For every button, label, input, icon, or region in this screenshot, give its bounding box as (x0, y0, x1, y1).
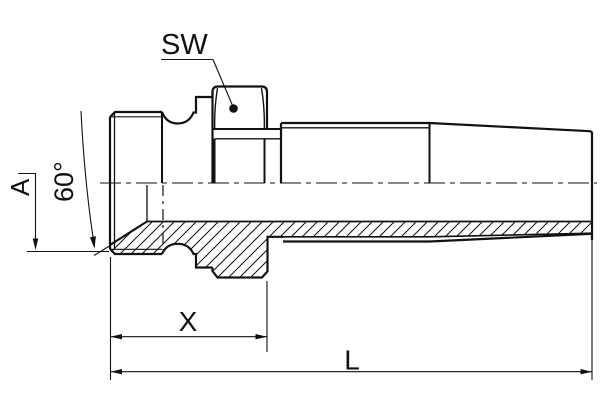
cone-extension-line (93, 244, 112, 256)
label-dim-x: X (179, 306, 198, 337)
angle-arc (80, 110, 96, 248)
neck-groove-top (160, 95, 213, 125)
arrow-a-down (32, 238, 39, 250)
taper-top (429, 121, 594, 134)
hex-chamfer-arc-left (213, 87, 219, 129)
label-dim-length: L (344, 345, 360, 376)
sw-leader-dot (229, 104, 238, 113)
label-cone-angle: 60° (49, 161, 79, 202)
arrowheads (32, 104, 592, 375)
outline-section (109, 185, 593, 279)
label-wrench-size: SW (161, 29, 208, 61)
thread-bottom-edge (109, 248, 162, 256)
label-thread-dim: A (5, 178, 35, 196)
arrow-x-right (255, 334, 267, 340)
arrow-x-left (110, 334, 122, 340)
arrow-l-left (110, 369, 122, 375)
cone-seat (109, 220, 148, 246)
hex-top-edge (211, 85, 269, 129)
outline-upper (108, 85, 594, 256)
section-hatch (110, 221, 592, 278)
nipple-bottom-crest (283, 232, 593, 243)
arrow-l-right (580, 369, 592, 375)
sw-leader (212, 59, 234, 106)
arrow-angle-arc (89, 236, 96, 249)
nipple-bottom-wall (283, 232, 593, 238)
dimensions (18, 58, 593, 380)
section-profile (160, 235, 283, 279)
hex-chamfer-arc-right (260, 87, 266, 129)
